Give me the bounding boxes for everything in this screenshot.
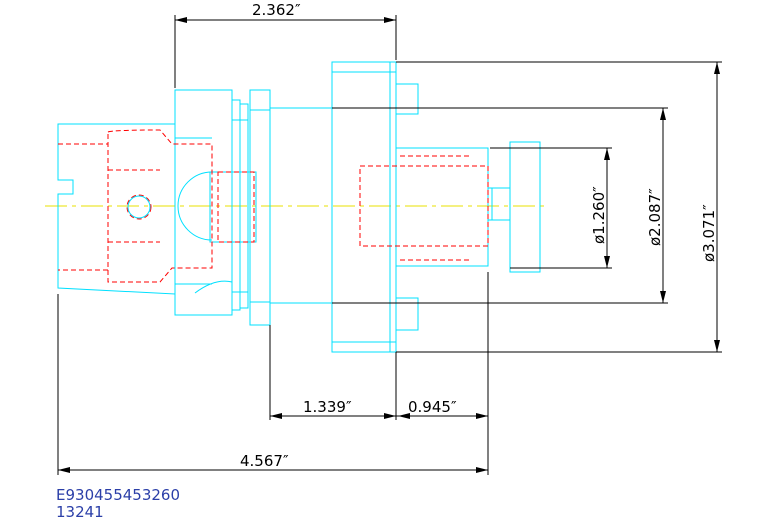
dim-bottom bbox=[57, 272, 489, 475]
dim-shank-length-label: 1.339″ bbox=[303, 398, 352, 416]
dim-large-diameter-label: ø3.071″ bbox=[700, 204, 718, 262]
dim-mid-diameter-label: ø2.087″ bbox=[646, 188, 664, 246]
nose-outline bbox=[395, 141, 541, 273]
neck-outline bbox=[270, 107, 332, 304]
dim-overall-length-label: 4.567″ bbox=[240, 452, 289, 470]
dim-top-length bbox=[174, 15, 397, 88]
cross-hole bbox=[127, 195, 151, 219]
dim-diameters bbox=[332, 61, 722, 353]
item-number: 13241 bbox=[56, 503, 104, 521]
taper-shank-outline bbox=[57, 123, 212, 295]
dim-top-length-label: 2.362″ bbox=[252, 1, 301, 19]
dim-nose-length-label: 0.945″ bbox=[408, 398, 457, 416]
dim-small-diameter-label: ø1.260″ bbox=[590, 186, 608, 244]
hidden-lines bbox=[58, 129, 489, 283]
large-flange-outline bbox=[331, 61, 419, 353]
part-number: E930455453260 bbox=[56, 486, 180, 504]
collar-outline bbox=[174, 89, 271, 326]
